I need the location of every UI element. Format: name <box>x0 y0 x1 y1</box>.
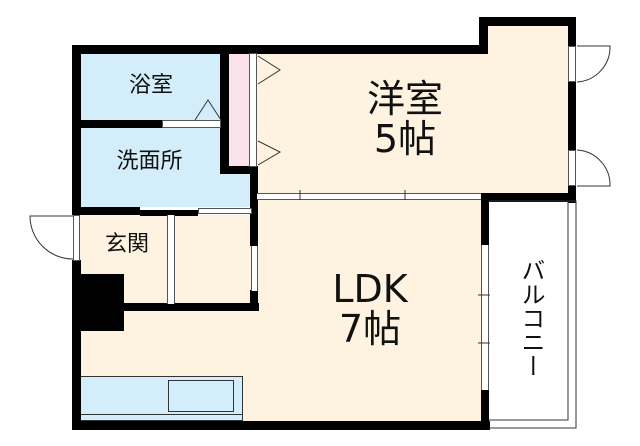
western-room-area <box>257 53 487 193</box>
entrance-label: 玄関 <box>104 232 149 257</box>
wall-left-lower <box>72 260 81 430</box>
wall-bath-right <box>220 53 229 173</box>
wall-wash-bottom-2 <box>140 210 198 216</box>
washroom-area-ext <box>222 170 252 207</box>
closet-area <box>229 53 249 167</box>
balcony-window[interactable] <box>481 245 489 390</box>
washroom-label: 洗面所 <box>116 149 183 174</box>
western-room-name: 洋室 <box>366 77 443 121</box>
counter-edge <box>80 414 243 415</box>
wall-right-upper <box>568 17 576 203</box>
wall-top-alcove <box>479 17 576 26</box>
western-room-alcove <box>487 26 569 193</box>
washroom-area <box>80 127 222 207</box>
ldk-size: 7帖 <box>338 306 402 351</box>
wall-ldk-right-lower <box>481 390 489 430</box>
western-ldk-sliding-door[interactable] <box>257 193 481 200</box>
wall-bottom <box>72 421 490 430</box>
wall-wash-bottom <box>80 207 140 215</box>
western-room-size: 5帖 <box>373 116 437 161</box>
entrance-hall-partition <box>167 215 175 304</box>
bathroom-door[interactable] <box>162 120 221 128</box>
bathroom-label: 浴室 <box>128 73 173 98</box>
western-window-1[interactable] <box>568 46 576 82</box>
wall-bath-wash <box>80 120 163 128</box>
bathroom-area <box>80 53 222 122</box>
ldk-area <box>257 200 482 422</box>
entrance-front-door[interactable] <box>73 215 80 261</box>
western-room-label: 洋室 5帖 <box>340 77 470 161</box>
closet-door[interactable] <box>249 53 257 167</box>
ldk-label: LDK 7帖 <box>300 267 440 351</box>
wall-room-divider-v <box>250 166 258 246</box>
wall-left-upper <box>72 45 81 215</box>
ldk-name: LDK <box>332 267 408 311</box>
kitchen-sink <box>168 380 234 412</box>
balcony-label: バルコニー <box>517 258 545 378</box>
wall-divider-vlow <box>250 290 258 310</box>
entrance-shoebox <box>72 274 124 331</box>
wall-alcove-bottom <box>481 193 576 202</box>
ldk-hall-door[interactable] <box>251 246 258 291</box>
western-window-2[interactable] <box>568 150 576 186</box>
washroom-sliding-door[interactable] <box>198 208 252 214</box>
wall-top-left <box>72 45 488 54</box>
wall-entrance-bottom <box>120 303 259 311</box>
wall-closet-bottom <box>220 166 258 174</box>
wall-ldk-right-upper <box>481 193 489 245</box>
wall-top-alcove-left <box>479 17 488 54</box>
